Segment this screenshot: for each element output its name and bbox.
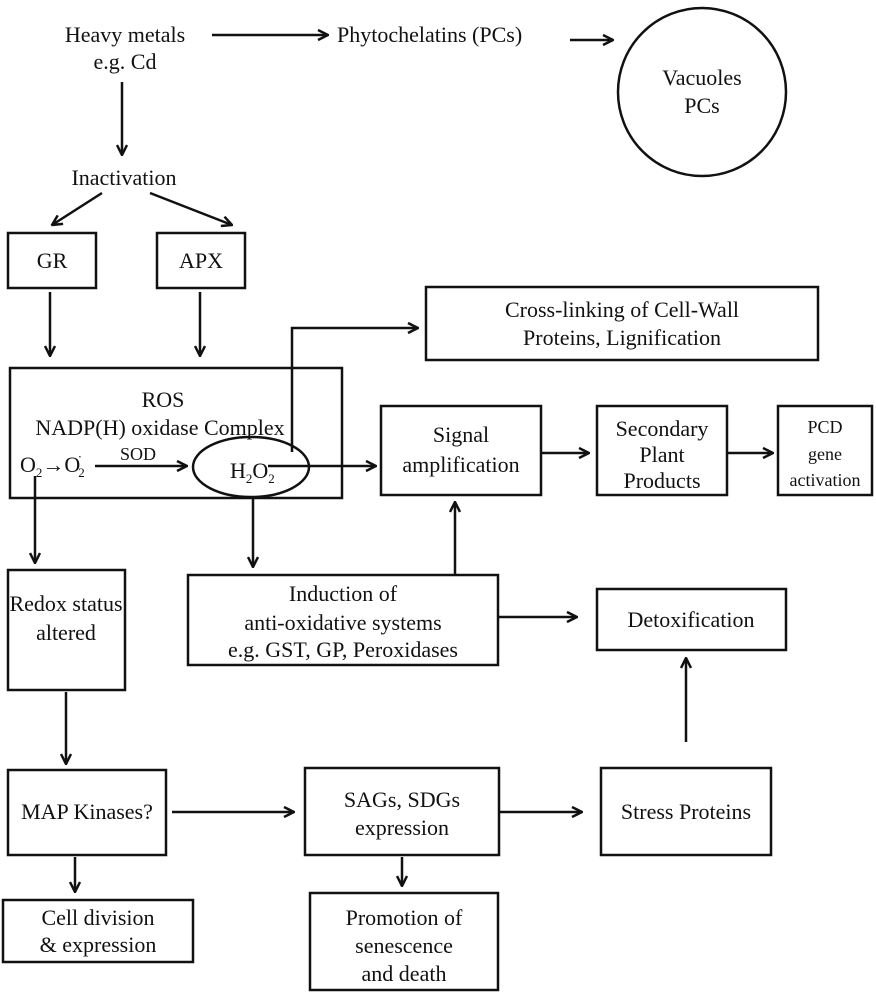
node-redox: Redox status altered [9, 591, 122, 645]
gr-box [6, 231, 98, 290]
node-detox: Detoxification [627, 607, 754, 632]
node-inactivation: Inactivation [71, 165, 176, 190]
node-stress: Stress Proteins [621, 799, 751, 824]
node-heavy-metals: Heavy metals e.g. Cd [65, 22, 185, 74]
arrow-h2o2-to-cross-linking [290, 328, 418, 452]
node-cell-division: Cell division & expression [40, 905, 157, 957]
cross-linking-box [424, 285, 820, 362]
redox-line1: Redox status [9, 591, 122, 616]
signal-box [379, 404, 543, 497]
promotion-line3: and death [362, 961, 447, 986]
vacuoles-line2: PCs [684, 93, 719, 118]
secondary-line1: Secondary [616, 416, 709, 441]
pcd-line3: activation [790, 470, 861, 490]
sod-label: SOD [120, 444, 156, 464]
vacuoles-circle [616, 6, 788, 178]
redox-line2: altered [36, 620, 96, 645]
sags-line2: expression [355, 815, 449, 840]
map-box [6, 768, 168, 857]
node-map: MAP Kinases? [21, 799, 153, 824]
cross-linking-line2: Proteins, Lignification [523, 325, 721, 350]
signal-line2: amplification [402, 452, 519, 477]
cross-linking-line1: Cross-linking of Cell-Wall [505, 297, 739, 322]
node-sags: SAGs, SDGs expression [344, 787, 460, 840]
arrow-inactivation-to-gr [52, 191, 103, 225]
stress-box [599, 766, 773, 857]
promotion-line2: senescence [355, 933, 453, 958]
sags-line1: SAGs, SDGs [344, 787, 460, 812]
node-phytochelatins: Phytochelatins (PCs) [337, 22, 522, 47]
node-vacuoles: Vacuoles PCs [662, 65, 741, 118]
pcd-box [776, 404, 874, 497]
induction-line3: e.g. GST, GP, Peroxidases [228, 637, 458, 662]
node-secondary: Secondary Plant Products [616, 416, 709, 493]
cell-division-line2: & expression [40, 932, 157, 957]
pcd-line1: PCD [807, 417, 842, 437]
vacuoles-line1: Vacuoles [662, 65, 741, 90]
pcd-line2: gene [808, 444, 842, 464]
node-pcd: PCD gene activation [790, 417, 861, 490]
cell-division-box [1, 898, 195, 964]
node-promotion: Promotion of senescence and death [346, 905, 463, 986]
secondary-box [595, 404, 729, 497]
promotion-box [308, 891, 500, 992]
cell-division-line1: Cell division [41, 905, 154, 930]
induction-box [186, 573, 500, 667]
induction-line2: anti-oxidative systems [244, 610, 441, 635]
ros-box [8, 366, 344, 500]
ros-subtitle: NADP(H) oxidase Complex [35, 415, 284, 440]
h2o2-label: H2O2 [230, 458, 275, 486]
ros-title: ROS [142, 387, 185, 412]
node-cross-linking: Cross-linking of Cell-Wall Proteins, Lig… [505, 297, 739, 350]
arrow-inactivation-to-apx [149, 191, 232, 225]
node-gr: GR [37, 248, 68, 273]
heavy-metals-line2: e.g. Cd [94, 49, 157, 74]
heavy-metals-line1: Heavy metals [65, 22, 185, 47]
signal-line1: Signal [433, 422, 489, 447]
induction-line1: Induction of [289, 581, 398, 606]
superoxide-formation: O2→O2· [20, 449, 85, 480]
secondary-line3: Products [624, 468, 701, 493]
secondary-line2: Plant [639, 442, 684, 467]
node-apx: APX [179, 248, 223, 273]
detox-box [595, 587, 788, 652]
node-induction: Induction of anti-oxidative systems e.g.… [228, 581, 458, 662]
node-signal: Signal amplification [402, 422, 519, 477]
apx-box [155, 231, 247, 290]
promotion-line1: Promotion of [346, 905, 463, 930]
redox-box [6, 568, 127, 692]
